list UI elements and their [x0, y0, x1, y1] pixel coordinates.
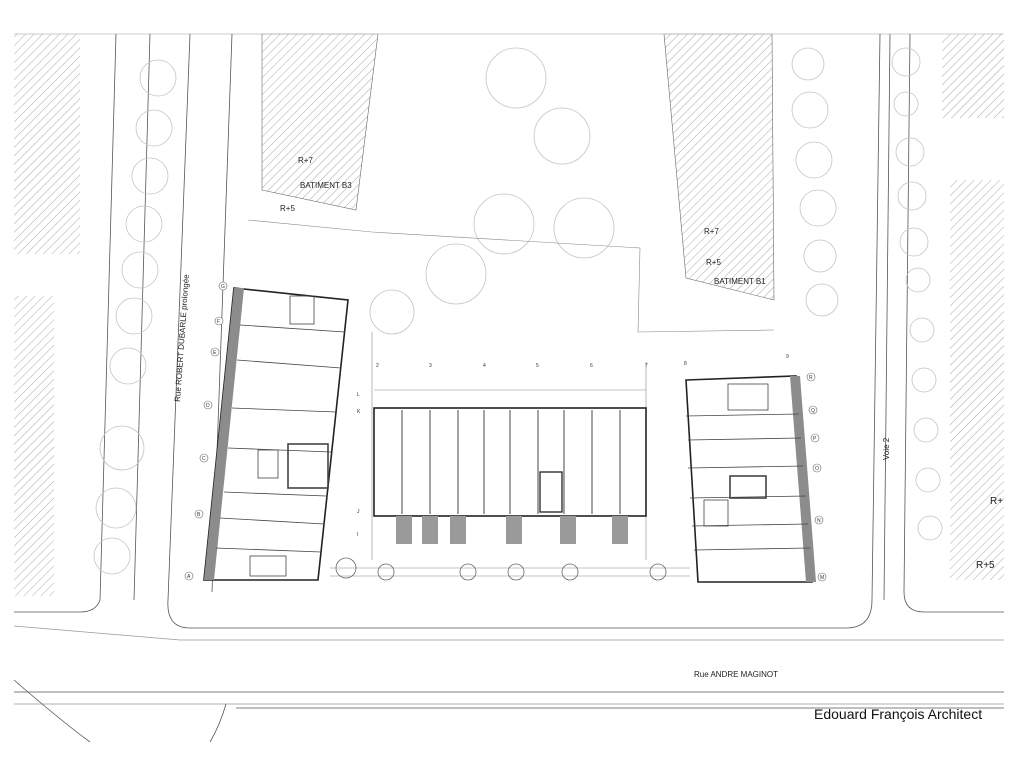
grid-letter-n: N [817, 518, 821, 524]
hatched-block-east-bottom [950, 180, 1004, 580]
grid-letter-f: F [217, 319, 220, 325]
architect-credit: Edouard François Architect [814, 706, 983, 722]
b1-height-bottom-label: R+5 [706, 258, 721, 267]
east-height-top-label: R+ [990, 496, 1003, 507]
grid-number-4: 4 [483, 363, 486, 369]
grid-letter-m: M [820, 575, 824, 581]
street-bottom-label: Rue ANDRE MAGINOT [694, 670, 778, 679]
grid-number-6: 6 [590, 363, 593, 369]
grid-number-8: 8 [684, 361, 687, 367]
grid-letter-r: R [809, 375, 813, 381]
west-wing [203, 287, 349, 581]
grid-letter-a: A [187, 574, 191, 580]
hatched-neighbor-blocks [14, 33, 1004, 596]
hatched-block-west-bottom [14, 296, 54, 596]
grid-letter-c: C [202, 456, 206, 462]
grid-letter-b: B [197, 512, 201, 518]
b1-name-label: BATIMENT B1 [714, 277, 766, 286]
grid-letters: G F E D C B A R Q P O N M L K J I 2 3 4 … [187, 284, 824, 581]
b3-height-bottom-label: R+5 [280, 204, 295, 213]
grid-letter-p: P [813, 436, 817, 442]
grid-letter-e: E [213, 350, 217, 356]
street-lines [13, 33, 1004, 743]
grid-letter-l: L [357, 392, 360, 398]
hatched-block-east-top [942, 34, 1004, 118]
east-height-bottom-label: R+5 [976, 560, 995, 571]
grid-bubbles [184, 281, 827, 582]
central-block [373, 407, 647, 544]
grid-letter-o: O [815, 466, 819, 472]
grid-letter-d: D [206, 403, 210, 409]
grid-number-3: 3 [429, 363, 432, 369]
grid-number-2: 2 [376, 363, 379, 369]
grid-letter-k: K [357, 409, 361, 415]
grid-letter-g: G [221, 284, 225, 290]
trees [93, 47, 943, 575]
grid-number-7: 7 [645, 363, 648, 369]
b3-height-top-label: R+7 [298, 156, 313, 165]
grid-number-5: 5 [536, 363, 539, 369]
grid-letter-i: I [357, 532, 358, 538]
east-wing [685, 375, 816, 583]
hatched-block-west-top [14, 34, 80, 254]
front-planters [335, 557, 667, 581]
b1-height-top-label: R+7 [704, 227, 719, 236]
street-right-label: Voie 2 [882, 437, 891, 460]
grid-letter-q: Q [811, 408, 815, 414]
grid-letter-j: J [357, 509, 360, 515]
b3-name-label: BATIMENT B3 [300, 181, 352, 190]
grid-number-9: 9 [786, 354, 789, 360]
street-left-label: Rue ROBERT DUBARLE prolongée [173, 274, 191, 403]
